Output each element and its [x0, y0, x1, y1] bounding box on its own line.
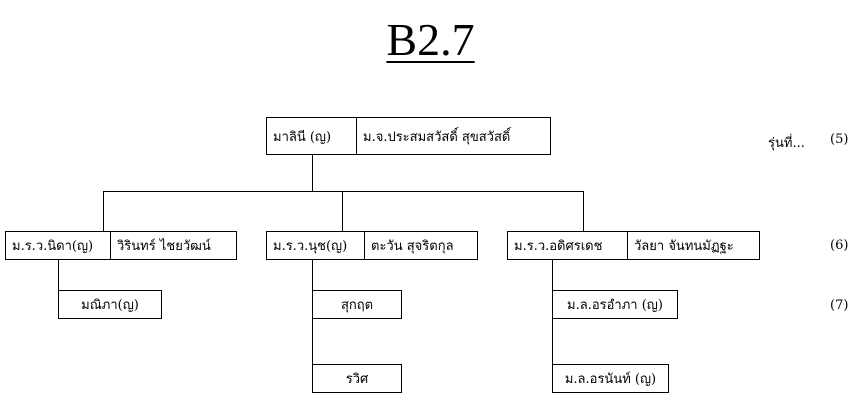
drop-line-1 [103, 191, 104, 231]
child-line-c2 [312, 260, 313, 380]
diagram-title: B2.7 [386, 14, 475, 65]
person-root-right: ม.จ.ประสมสวัสดิ์ สุขสวัสดิ์ [356, 118, 516, 154]
person-g7-1[interactable]: มณิภา(ญ) [58, 290, 162, 319]
person-g7-4[interactable]: ม.ล.อรอำภา (ญ) [552, 290, 678, 319]
generation-number-5: (5) [830, 132, 849, 147]
person-c2-right: ตะวัน สุจริตกุล [364, 232, 460, 259]
child-line-c3 [552, 260, 553, 380]
drop-line-3 [583, 191, 584, 231]
person-root-left: มาลินี (ญ) [273, 129, 332, 145]
couple-c3[interactable]: ม.ร.ว.อดิศรเดช วัลยา จันทนมัฏฐะ [507, 231, 760, 260]
person-c1-left: ม.ร.ว.นิดา(ญ) [12, 239, 94, 254]
drop-line-2 [342, 191, 343, 231]
person-c3-left: ม.ร.ว.อดิศรเดช [514, 239, 603, 254]
person-c3-right: วัลยา จันทนมัฏฐะ [627, 232, 740, 259]
generation-number-6: (6) [830, 238, 849, 253]
person-g7-5[interactable]: ม.ล.อรนันท์ (ญ) [552, 364, 669, 393]
person-c1-right: วิรินทร์ ไชยวัฒน์ [110, 232, 217, 259]
generation-number-7: (7) [830, 298, 849, 313]
person-c2-left: ม.ร.ว.นุช(ญ) [273, 239, 348, 254]
child-line-c1 [58, 260, 59, 306]
generation-label: รุ่นที่... [768, 136, 805, 151]
person-g7-3[interactable]: รวิศ [312, 364, 402, 393]
root-down-line [312, 155, 313, 191]
couple-root[interactable]: มาลินี (ญ) ม.จ.ประสมสวัสดิ์ สุขสวัสดิ์ [266, 117, 551, 155]
couple-c1[interactable]: ม.ร.ว.นิดา(ญ) วิรินทร์ ไชยวัฒน์ [5, 231, 237, 260]
person-g7-2[interactable]: สุกฤต [312, 290, 402, 319]
couple-c2[interactable]: ม.ร.ว.นุช(ญ) ตะวัน สุจริตกุล [266, 231, 478, 260]
sibling-bar [103, 191, 583, 192]
